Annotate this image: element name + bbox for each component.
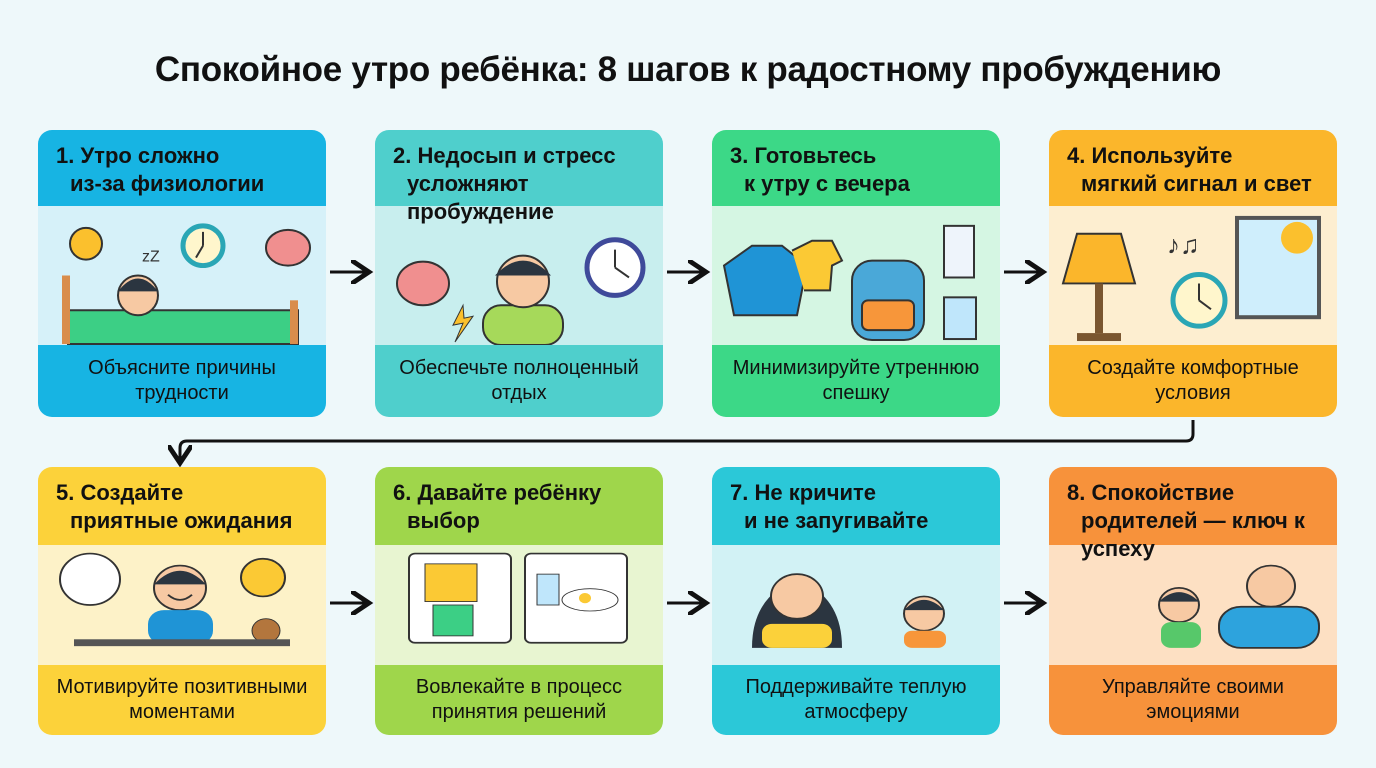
step-caption: Создайте комфортные условия — [1049, 345, 1337, 417]
step-header: 1. Утро сложно из-за физиологии — [38, 130, 326, 206]
step-illustration: zZ — [38, 206, 326, 345]
milk-icon — [943, 224, 975, 279]
step-number: 5. — [56, 480, 75, 505]
page-title: Спокойное утро ребёнка: 8 шагов к радост… — [154, 50, 1222, 89]
step-number: 1. — [56, 143, 75, 168]
father-icon — [1218, 564, 1320, 649]
step-illustration: ♪♫ — [1049, 206, 1337, 345]
step-caption: Вовлекайте в процесс принятия решений — [375, 665, 663, 735]
step-title-line2: и не запугивайте — [744, 508, 929, 533]
sun-icon — [69, 226, 103, 261]
step-card-4: 4. Используйте мягкий сигнал и свет ♪♫ С… — [1049, 130, 1337, 417]
clothes-choice-icon — [408, 552, 512, 644]
step-caption: Минимизируйте утреннюю спешку — [712, 345, 1000, 417]
svg-text:zZ: zZ — [142, 249, 160, 266]
step-illustration — [1049, 545, 1337, 665]
step-title-line2: из-за физиологии — [70, 171, 265, 196]
step-header: 8. Спокойствие родителей — ключ к успеху — [1049, 467, 1337, 561]
step-number: 8. — [1067, 480, 1086, 505]
sleeping-child-icon — [62, 274, 299, 345]
step-title-line1: Давайте ребёнку — [417, 480, 602, 505]
breakfast-choice-icon — [524, 552, 628, 644]
teddy-bear-icon — [251, 618, 281, 644]
step-card-8: 8. Спокойствие родителей — ключ к успеху… — [1049, 467, 1337, 735]
step-header: 4. Используйте мягкий сигнал и свет — [1049, 130, 1337, 206]
brain-icon — [265, 228, 311, 267]
step-caption: Мотивируйте позитивными моментами — [38, 665, 326, 735]
window-sun-icon — [1235, 215, 1321, 320]
step-number: 7. — [730, 480, 749, 505]
step-title-line1: Спокойствие — [1091, 480, 1235, 505]
step-illustration — [375, 545, 663, 665]
lightning-icon — [452, 303, 475, 343]
step-header: 2. Недосып и стресс усложняют пробуждени… — [375, 130, 663, 224]
step-card-5: 5. Создайте приятные ожидания Мотивируйт… — [38, 467, 326, 735]
step-card-1: 1. Утро сложно из-за физиологии zZ Объяс… — [38, 130, 326, 417]
step-card-6: 6. Давайте ребёнку выбор Вовлекайте в пр… — [375, 467, 663, 735]
mother-icon — [752, 573, 842, 648]
step-title-line2: к утру с вечера — [744, 171, 910, 196]
step-title-line2: выбор — [407, 508, 480, 533]
step-illustration — [712, 206, 1000, 345]
step-caption: Объясните причины трудности — [38, 345, 326, 417]
step-title-line1: Используйте — [1091, 143, 1233, 168]
happy-child-icon — [148, 564, 213, 645]
step-card-7: 7. Не кричите и не запугивайте Поддержив… — [712, 467, 1000, 735]
step-caption: Управляйте своими эмоциями — [1049, 665, 1337, 735]
sun-icon — [240, 557, 286, 598]
step-title-line2: родителей — ключ к успеху — [1081, 508, 1305, 561]
arrow-4-5 — [180, 420, 1195, 460]
step-number: 6. — [393, 480, 412, 505]
water-glass-icon — [943, 296, 977, 341]
wall-clock-icon — [584, 237, 646, 298]
step-title-line1: Создайте — [80, 480, 184, 505]
step-illustration — [38, 545, 326, 665]
step-caption: Обеспечьте полноценный отдых — [375, 345, 663, 417]
step-header: 5. Создайте приятные ожидания — [38, 467, 326, 545]
step-title-line1: Готовьтесь — [754, 143, 877, 168]
clothes-icon — [722, 239, 844, 317]
brain-icon — [396, 260, 450, 307]
step-title-line2: приятные ожидания — [70, 508, 293, 533]
step-title-line2: усложняют пробуждение — [407, 171, 554, 224]
alarm-clock-icon — [1170, 272, 1228, 329]
backpack-icon — [851, 259, 925, 342]
lamp-icon — [1061, 232, 1137, 342]
daughter-icon — [1158, 587, 1201, 648]
step-header: 3. Готовьтесь к утру с вечера — [712, 130, 1000, 206]
alarm-clock-icon — [180, 223, 226, 269]
step-card-3: 3. Готовьтесь к утру с вечера Минимизиру… — [712, 130, 1000, 417]
step-title-line1: Недосып и стресс — [417, 143, 616, 168]
step-card-2: 2. Недосып и стресс усложняют пробуждени… — [375, 130, 663, 417]
step-caption: Поддерживайте теплую атмосферу — [712, 665, 1000, 735]
food-thought-icon — [59, 552, 121, 606]
step-number: 4. — [1067, 143, 1086, 168]
child-icon — [903, 595, 946, 648]
step-title-line1: Не кричите — [754, 480, 876, 505]
music-note-icon: ♪♫ — [1167, 232, 1199, 260]
step-number: 3. — [730, 143, 749, 168]
step-title-line2: мягкий сигнал и свет — [1081, 171, 1312, 196]
step-header: 7. Не кричите и не запугивайте — [712, 467, 1000, 545]
tired-child-icon — [482, 254, 564, 345]
step-illustration — [375, 206, 663, 345]
step-number: 2. — [393, 143, 412, 168]
step-title-line1: Утро сложно — [80, 143, 220, 168]
step-header: 6. Давайте ребёнку выбор — [375, 467, 663, 545]
step-illustration — [712, 545, 1000, 665]
